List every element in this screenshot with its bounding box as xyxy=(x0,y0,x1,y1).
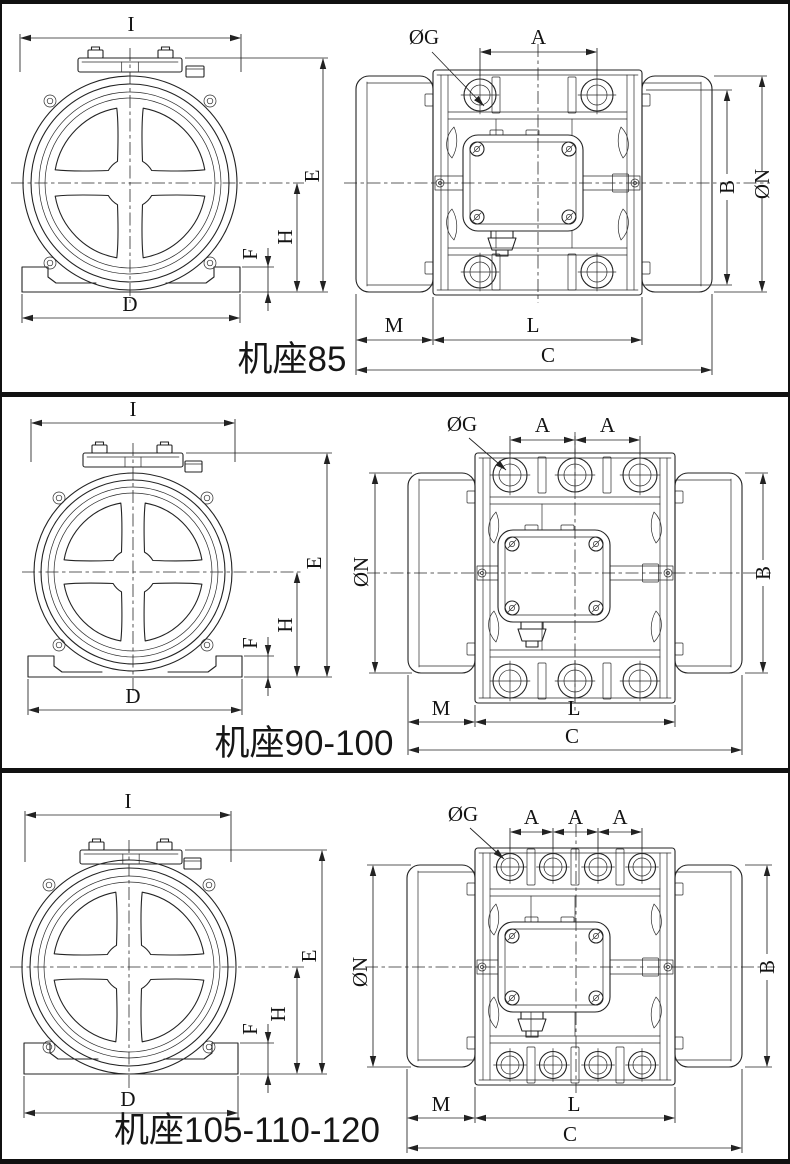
dim-label-M: M xyxy=(432,696,451,720)
dim-label-OG: ØG xyxy=(448,802,478,826)
dim-label-A: A xyxy=(568,805,584,829)
dim-label-C: C xyxy=(541,343,555,367)
front-view: I D E HF xyxy=(10,789,327,1118)
front-view: I D E HF xyxy=(11,12,328,323)
dim-label-F: F xyxy=(238,637,262,649)
dim-label-C: C xyxy=(565,724,579,748)
dim-label-B: B xyxy=(755,960,779,974)
section-base-105-110-120: I D E HF ØG A A A B ØN M LC xyxy=(10,789,779,1153)
dim-label-H: H xyxy=(266,1006,290,1021)
dim-label-D: D xyxy=(120,1087,135,1111)
section-separator-1 xyxy=(0,392,790,397)
dim-label-E: E xyxy=(302,557,326,570)
dim-label-A: A xyxy=(612,805,628,829)
caption-base-85: 机座85 xyxy=(238,340,347,379)
dim-label-H: H xyxy=(273,229,297,244)
front-view: I D E HF xyxy=(22,397,332,715)
dim-label-B: B xyxy=(751,566,775,580)
dim-label-C: C xyxy=(563,1122,577,1146)
dim-label-L: L xyxy=(568,696,581,720)
dim-label-ON: ØN xyxy=(348,957,372,987)
dim-label-B: B xyxy=(715,180,739,194)
dim-label-I: I xyxy=(125,789,132,813)
dim-label-ON: ØN xyxy=(750,169,774,199)
dim-label-A: A xyxy=(535,413,551,437)
dim-label-F: F xyxy=(238,248,262,260)
dim-label-L: L xyxy=(568,1092,581,1116)
section-base-90-100: I D E HF ØG A A B ØN M LC xyxy=(22,397,775,755)
caption-base-105-110-120: 机座105-110-120 xyxy=(114,1111,380,1150)
dim-label-F: F xyxy=(238,1023,262,1035)
dim-label-E: E xyxy=(297,950,321,963)
side-view: ØG A A B ØN M LC xyxy=(349,412,775,755)
dim-label-OG: ØG xyxy=(447,412,477,436)
dim-label-D: D xyxy=(122,292,137,316)
dim-label-M: M xyxy=(385,313,404,337)
dim-label-OG: ØG xyxy=(409,25,439,49)
dim-label-A: A xyxy=(600,413,616,437)
dim-label-A: A xyxy=(524,805,540,829)
dim-label-L: L xyxy=(527,313,540,337)
dim-label-ON: ØN xyxy=(349,557,373,587)
dim-label-M: M xyxy=(432,1092,451,1116)
side-view: ØG A B ØN M LC xyxy=(344,25,774,375)
dim-label-I: I xyxy=(128,12,135,36)
dim-label-A: A xyxy=(531,25,547,49)
dim-label-E: E xyxy=(300,170,324,183)
side-view: ØG A A A B ØN M LC xyxy=(348,802,779,1153)
section-base-85: I D E HF ØG A B ØN M LC xyxy=(11,12,774,375)
dim-label-D: D xyxy=(125,684,140,708)
dim-label-I: I xyxy=(130,397,137,421)
section-separator-2 xyxy=(0,768,790,773)
dim-label-H: H xyxy=(273,617,297,632)
caption-base-90-100: 机座90-100 xyxy=(215,724,394,763)
